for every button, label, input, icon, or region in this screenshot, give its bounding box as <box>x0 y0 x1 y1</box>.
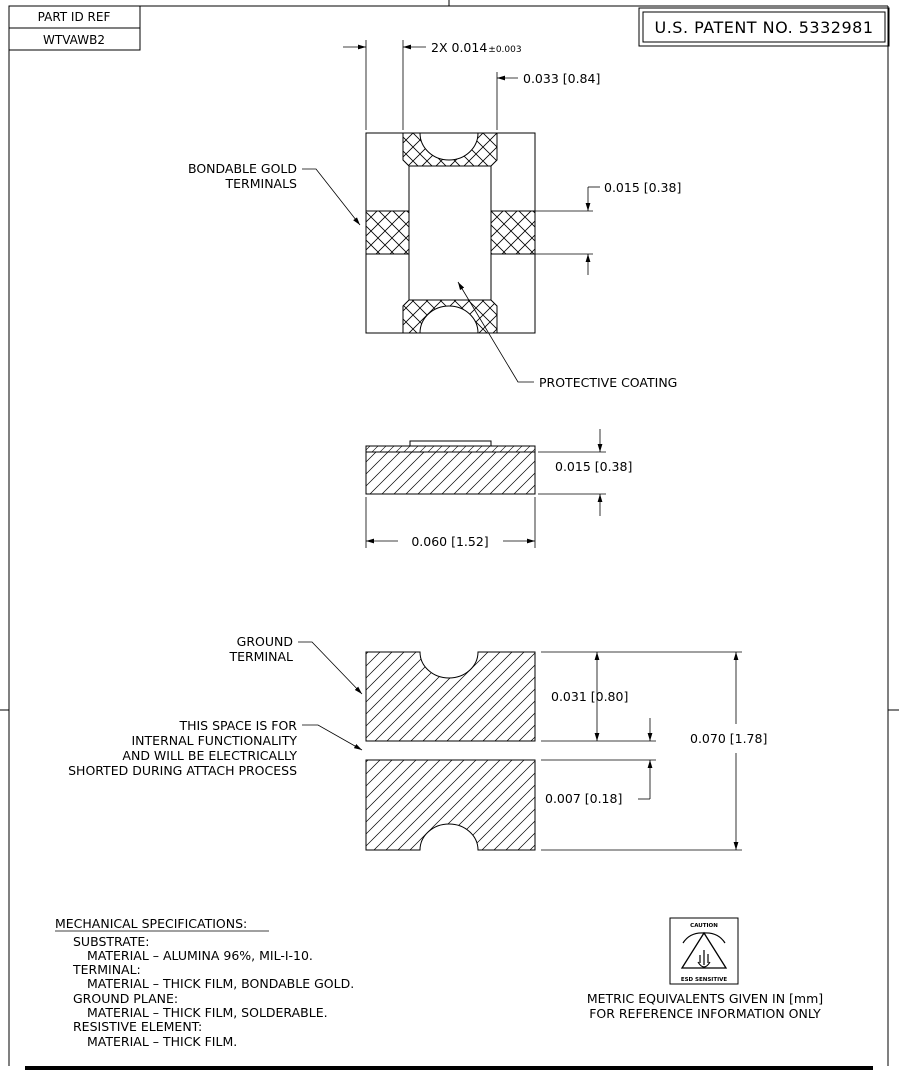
dim-gap-bottom: 0.007 [0.18] <box>545 791 622 806</box>
label-space-line4: SHORTED DURING ATTACH PROCESS <box>68 763 297 778</box>
patent-box: U.S. PATENT NO. 5332981 <box>638 7 890 47</box>
label-space-line3: AND WILL BE ELECTRICALLY <box>122 748 297 763</box>
label-terminals-line1: BONDABLE GOLD <box>188 161 297 176</box>
metric-note-line2: FOR REFERENCE INFORMATION ONLY <box>589 1006 821 1021</box>
dim-thickness: 0.015 [0.38] <box>555 459 632 474</box>
label-protective-coating: PROTECTIVE COATING <box>539 375 677 390</box>
side-view: 0.015 [0.38] 0.060 [1.52] <box>365 429 632 549</box>
esd-caution-symbol: CAUTION ESD SENSITIVE <box>669 917 739 985</box>
esd-sensitive-label: ESD SENSITIVE <box>681 977 728 983</box>
spec-line: TERMINAL: <box>72 962 141 977</box>
specs-title: MECHANICAL SPECIFICATIONS: <box>55 916 247 931</box>
spec-line: GROUND PLANE: <box>73 991 178 1006</box>
metric-note: METRIC EQUIVALENTS GIVEN IN [mm] FOR REF… <box>587 991 823 1021</box>
label-space-line1: THIS SPACE IS FOR <box>178 718 297 733</box>
label-ground-line2: TERMINAL <box>228 649 293 664</box>
terminal-layer <box>365 445 536 453</box>
top-view: 2X 0.014±0.003 0.033 [0.84] 0.015 [0.38]… <box>188 40 681 390</box>
spec-line: MATERIAL – ALUMINA 96%, MIL-I-10. <box>87 948 313 963</box>
left-terminal <box>365 210 410 255</box>
spec-line: MATERIAL – THICK FILM, BONDABLE GOLD. <box>87 976 354 991</box>
spec-line: SUBSTRATE: <box>73 934 150 949</box>
part-id-box: PART ID REF WTVAWB2 <box>8 5 141 51</box>
esd-caution-label: CAUTION <box>690 923 718 929</box>
coating-layer <box>409 440 492 447</box>
label-ground-line1: GROUND <box>237 634 293 649</box>
right-terminal <box>490 210 536 255</box>
mechanical-specs: MECHANICAL SPECIFICATIONS: SUBSTRATE: MA… <box>55 916 354 1049</box>
metric-note-line1: METRIC EQUIVALENTS GIVEN IN [mm] <box>587 991 823 1006</box>
spec-line: MATERIAL – THICK FILM. <box>87 1034 237 1049</box>
part-id-value: WTVAWB2 <box>43 33 105 47</box>
dim-length: 0.060 [1.52] <box>411 534 488 549</box>
patent-number: U.S. PATENT NO. 5332981 <box>654 18 873 37</box>
dim-upper-pad: 0.031 [0.80] <box>551 689 628 704</box>
label-space-line2: INTERNAL FUNCTIONALITY <box>132 733 298 748</box>
ground-pad-lower <box>365 759 536 851</box>
dim-gap-top: 0.033 [0.84] <box>523 71 600 86</box>
top-terminal <box>402 132 498 167</box>
label-terminals-line2: TERMINALS <box>225 176 298 191</box>
esd-hand-icon <box>680 931 728 969</box>
dim-terminal-height: 0.015 [0.38] <box>604 180 681 195</box>
bottom-terminal <box>402 299 498 334</box>
dim-overall-height: 0.070 [1.78] <box>690 731 767 746</box>
spec-line: RESISTIVE ELEMENT: <box>73 1019 202 1034</box>
ground-pad-upper <box>365 651 536 742</box>
substrate-side <box>365 451 536 495</box>
dim-terminal-width: 2X 0.014±0.003 <box>431 40 522 55</box>
spec-line: MATERIAL – THICK FILM, SOLDERABLE. <box>87 1005 328 1020</box>
part-id-label: PART ID REF <box>38 10 111 24</box>
bottom-view: 0.031 [0.80] 0.007 [0.18] 0.070 [1.78] G… <box>68 634 767 851</box>
protective-coating <box>408 165 492 301</box>
